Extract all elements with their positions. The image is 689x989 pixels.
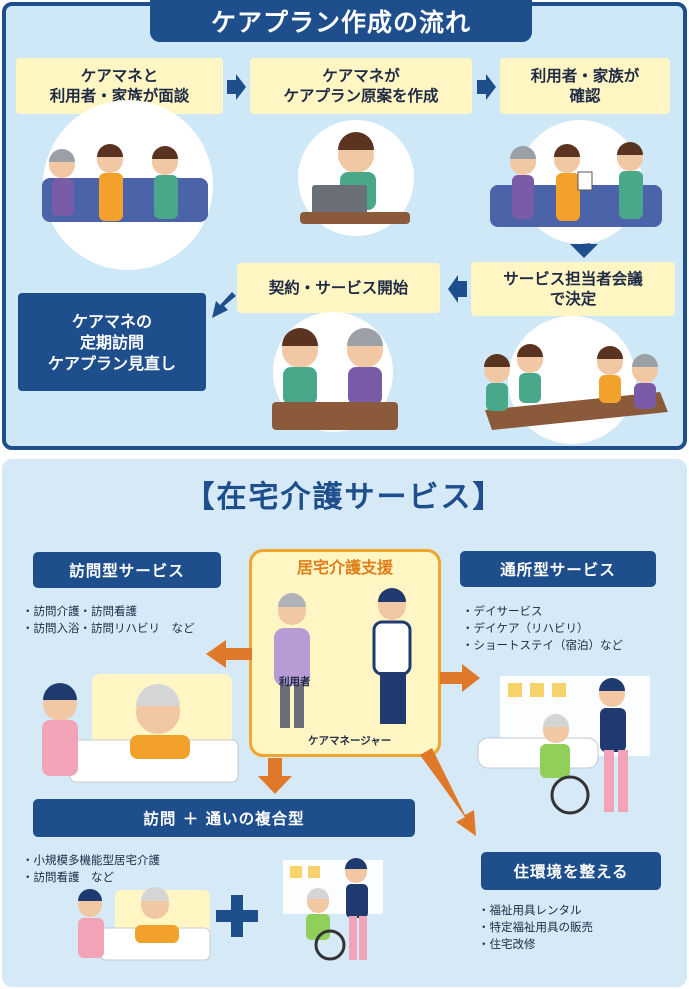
step-service-meeting: サービス担当者会議 で決定 [471,262,675,316]
step-confirm-line1: 利用者・家族が [530,67,640,85]
combined-services-tag: 訪問 ＋ 通いの複合型 [33,799,415,837]
daycare-services-list: ・デイサービス ・デイケア（リハビリ） ・ショートステイ（宿泊）など [462,603,682,654]
arrow-down-1 [570,236,598,258]
visit-care-illustration [42,674,239,783]
environment-list: ・福祉用具レンタル ・特定福祉用具の販売 ・住宅改修 [478,902,678,953]
step-periodic-review: ケアマネの 定期訪問 ケアプラン見直し [18,293,206,391]
flow-illustrations [42,100,668,444]
arrow-to-visit [206,640,252,668]
daycare-illustration [477,676,650,815]
step-interview-line1: ケアマネと [80,67,159,85]
confirm-illustration [490,120,662,244]
step-interview-line2: 利用者・家族が面談 [49,87,190,105]
arrow-to-combined [258,758,292,794]
visit-services-tag: 訪問型サービス [33,552,221,588]
daycare-services-tag: 通所型サービス [460,551,656,587]
list-item: ・デイケア（リハビリ） [462,621,589,635]
step-review-line2: 定期訪問 [79,332,144,352]
user-label: 利用者 [279,676,311,688]
care-manager-label: ケアマネージャー [308,735,392,747]
arrow-left-1 [448,275,467,303]
step-contract-label: 契約・サービス開始 [268,279,409,297]
step-draft-plan: ケアマネが ケアプラン原案を作成 [250,58,472,114]
step-review-line1: ケアマネの [71,311,152,331]
services-title: 【在宅介護サービス】 [184,480,505,515]
interview-illustration [42,100,213,270]
list-item: ・小規模多機能型居宅介護 [22,853,160,867]
list-item: ・特定福祉用具の販売 [478,920,593,934]
care-support-label: 居宅介護支援 [296,558,393,577]
flow-title: ケアプラン作成の流れ [150,0,532,42]
arrow-right-2 [477,74,496,100]
step-meeting-line2: で決定 [549,290,597,308]
plus-icon [216,895,258,937]
list-item: ・ショートステイ（宿泊）など [462,638,623,652]
combined-illustration [78,858,383,961]
list-item: ・福祉用具レンタル [478,903,582,917]
list-item: ・訪問介護・訪問看護 [22,604,137,618]
list-item: ・訪問入浴・訪問リハビリ など [22,621,195,635]
step-review-line3: ケアプラン見直し [47,353,176,373]
combined-services-list: ・小規模多機能型居宅介護 ・訪問看護 など [22,852,252,886]
visit-services-list: ・訪問介護・訪問看護 ・訪問入浴・訪問リハビリ など [22,603,252,637]
step-draft-line2: ケアプラン原案を作成 [283,87,439,105]
arrow-left-diag [212,292,236,318]
arrow-right-1 [227,74,246,100]
arrow-to-daycare [440,664,480,692]
meeting-illustration [484,316,668,444]
step-contract-start: 契約・サービス開始 [237,263,440,313]
environment-tag: 住環境を整える [481,852,661,890]
step-confirm-line2: 確認 [569,87,601,105]
step-confirm: 利用者・家族が 確認 [500,58,670,114]
flow-arrows [212,74,598,318]
step-draft-line1: ケアマネが [322,67,400,85]
arrow-to-environment [420,748,476,836]
contract-illustration [272,312,398,432]
list-item: ・訪問看護 など [22,870,114,884]
list-item: ・住宅改修 [478,937,536,951]
list-item: ・デイサービス [462,604,543,618]
step-meeting-line1: サービス担当者会議 [503,270,643,288]
laptop-illustration [298,120,414,236]
